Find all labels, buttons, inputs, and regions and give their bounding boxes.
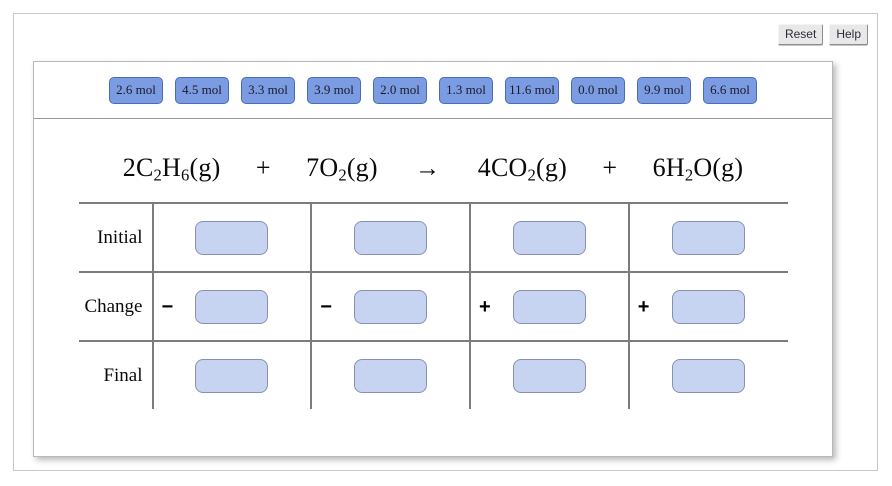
exercise-panel: 2.6 mol 4.5 mol 3.3 mol 3.9 mol 2.0 mol … [33,61,833,457]
dropzone-final-2[interactable] [354,358,428,393]
page-frame: Reset Help 2.6 mol 4.5 mol 3.3 mol 3.9 m… [13,13,878,471]
dropzone-final-4[interactable] [672,358,746,393]
table-row: Final [78,340,788,410]
reaction-arrow-icon: → [415,155,441,182]
dropzone-final-3[interactable] [512,358,586,393]
cell-final-2 [310,340,470,410]
token-chip[interactable]: 9.9 mol [637,76,691,104]
cell-initial-4 [627,202,788,273]
token-chip[interactable]: 3.9 mol [307,76,361,104]
table-row: Initial [78,202,788,273]
chemical-equation: 2C2H6(g) + 7O2(g) → 4CO2(g) + 6H2O(g) [34,153,832,185]
row-label-initial: Initial [78,202,154,273]
token-chip[interactable]: 1.3 mol [439,76,493,104]
dropzone-initial-4[interactable] [672,220,746,255]
token-tray: 2.6 mol 4.5 mol 3.3 mol 3.9 mol 2.0 mol … [34,62,832,119]
token-chip[interactable]: 0.0 mol [571,76,625,104]
toolbar: Reset Help [777,24,868,45]
reactant-oxygen: 7O2(g) [306,153,378,185]
cell-initial-2 [310,202,470,273]
equation-plus: + [602,153,618,182]
dropzone-change-1[interactable] [195,289,269,324]
equation-plus: + [255,153,271,182]
cell-change-3: + [469,271,629,342]
product-carbon-dioxide: 4CO2(g) [477,153,567,185]
table-row: Change − − [78,271,788,342]
cell-final-4 [627,340,788,410]
cell-initial-3 [469,202,629,273]
cell-change-2: − [310,271,470,342]
token-chip[interactable]: 6.6 mol [703,76,757,104]
cell-change-4: + [627,271,788,342]
dropzone-final-1[interactable] [195,358,269,393]
sign-change-3: + [479,295,491,318]
token-chip[interactable]: 4.5 mol [175,76,229,104]
cell-final-3 [469,340,629,410]
row-label-final: Final [78,340,154,410]
reset-button[interactable]: Reset [777,24,824,45]
dropzone-initial-3[interactable] [512,220,586,255]
dropzone-initial-1[interactable] [195,220,269,255]
sign-change-4: + [637,295,650,318]
token-chip[interactable]: 2.0 mol [373,76,427,104]
product-water: 6H2O(g) [652,153,744,185]
dropzone-change-4[interactable] [672,289,746,324]
sign-change-1: − [161,295,174,318]
token-chip[interactable]: 11.6 mol [505,76,559,104]
token-chip[interactable]: 2.6 mol [109,76,163,104]
token-chip[interactable]: 3.3 mol [241,76,295,104]
cell-change-1: − [152,271,312,342]
sign-change-2: − [320,295,332,318]
cell-initial-1 [152,202,312,273]
reactant-ethane: 2C2H6(g) [122,153,221,185]
ice-table: Initial [78,202,788,410]
dropzone-initial-2[interactable] [354,220,428,255]
dropzone-change-2[interactable] [354,289,428,324]
row-label-change: Change [78,271,154,342]
cell-final-1 [152,340,312,410]
dropzone-change-3[interactable] [512,289,586,324]
ice-table-wrapper: Initial [78,202,788,410]
help-button[interactable]: Help [829,24,868,45]
